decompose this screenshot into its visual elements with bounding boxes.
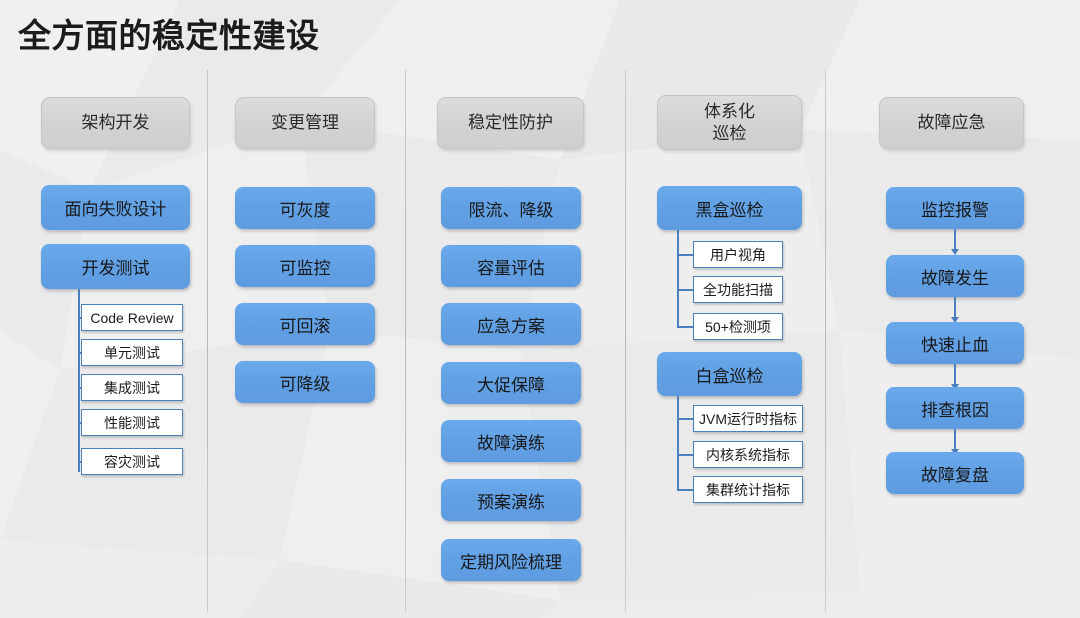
node-label: 黑盒巡检 bbox=[695, 200, 764, 220]
column-header-architecture[interactable]: 架构开发 bbox=[41, 97, 190, 149]
node-label: 大促保障 bbox=[477, 375, 545, 395]
column-divider-1 bbox=[207, 70, 208, 612]
leaf-cluster-stat-metrics[interactable]: 集群统计指标 bbox=[693, 476, 803, 503]
node-label: 开发测试 bbox=[81, 259, 150, 278]
column-header-label: 架构开发 bbox=[81, 113, 150, 133]
column-header-change-management[interactable]: 变更管理 bbox=[235, 97, 375, 149]
node-plan-drill[interactable]: 预案演练 bbox=[441, 479, 581, 521]
column-header-label-line1: 体系化 bbox=[704, 102, 755, 122]
node-monitorable[interactable]: 可监控 bbox=[235, 245, 375, 287]
node-fault-drill[interactable]: 故障演练 bbox=[441, 420, 581, 462]
flow-arrow-head bbox=[951, 249, 959, 255]
node-root-cause-analysis[interactable]: 排查根因 bbox=[886, 387, 1024, 429]
node-label: 定期风险梳理 bbox=[460, 552, 562, 572]
node-monitor-alert[interactable]: 监控报警 bbox=[886, 187, 1024, 229]
node-label: 可降级 bbox=[279, 374, 331, 394]
leaf-label: 性能测试 bbox=[104, 414, 160, 431]
node-label: 可灰度 bbox=[279, 200, 331, 220]
leaf-label: 全功能扫描 bbox=[703, 281, 773, 298]
node-whitebox-inspection[interactable]: 白盒巡检 bbox=[657, 352, 802, 396]
column-divider-3 bbox=[625, 70, 626, 612]
page-title: 全方面的稳定性建设 bbox=[18, 17, 320, 54]
flow-arrow-line bbox=[954, 297, 956, 317]
node-fast-mitigation[interactable]: 快速止血 bbox=[886, 322, 1024, 364]
column-header-label: 稳定性防护 bbox=[468, 113, 553, 133]
node-rollbackable[interactable]: 可回滚 bbox=[235, 303, 375, 345]
leaf-jvm-runtime-metrics[interactable]: JVM运行时指标 bbox=[693, 405, 803, 432]
node-label: 快速止血 bbox=[921, 335, 989, 355]
column-header-label: 故障应急 bbox=[917, 113, 986, 133]
node-label: 限流、降级 bbox=[468, 200, 554, 220]
node-label: 故障复盘 bbox=[921, 465, 989, 485]
leaf-label: Code Review bbox=[90, 309, 174, 326]
node-label: 监控报警 bbox=[921, 200, 989, 220]
leaf-kernel-system-metrics[interactable]: 内核系统指标 bbox=[693, 441, 803, 468]
flow-arrow-line bbox=[954, 364, 956, 384]
node-degradable[interactable]: 可降级 bbox=[235, 361, 375, 403]
leaf-label: 集群统计指标 bbox=[706, 481, 790, 498]
leaf-label: 集成测试 bbox=[104, 379, 160, 396]
node-label: 故障演练 bbox=[477, 433, 545, 453]
leaf-disaster-recovery-test[interactable]: 容灾测试 bbox=[81, 448, 183, 475]
tree-branch bbox=[677, 454, 698, 456]
tree-branch bbox=[677, 418, 698, 420]
node-label: 可监控 bbox=[279, 258, 331, 278]
node-label: 可回滚 bbox=[279, 316, 331, 336]
node-label: 排查根因 bbox=[921, 400, 989, 420]
tree-trunk-blackbox bbox=[677, 230, 679, 328]
node-periodic-risk-review[interactable]: 定期风险梳理 bbox=[441, 539, 581, 581]
leaf-label: 用户视角 bbox=[710, 246, 766, 263]
tree-branch bbox=[677, 489, 698, 491]
leaf-code-review[interactable]: Code Review bbox=[81, 304, 183, 331]
tree-trunk-dev-testing bbox=[78, 289, 80, 472]
leaf-label: 内核系统指标 bbox=[706, 446, 790, 463]
node-rate-limit-degrade[interactable]: 限流、降级 bbox=[441, 187, 581, 229]
column-divider-2 bbox=[405, 70, 406, 612]
node-label: 故障发生 bbox=[921, 268, 989, 288]
leaf-label: JVM运行时指标 bbox=[699, 410, 797, 427]
tree-branch bbox=[677, 326, 698, 328]
node-label: 预案演练 bbox=[477, 492, 545, 512]
node-grayscale[interactable]: 可灰度 bbox=[235, 187, 375, 229]
flow-arrow-line bbox=[954, 229, 956, 249]
leaf-label: 50+检测项 bbox=[705, 318, 771, 335]
node-label: 容量评估 bbox=[477, 258, 545, 278]
flow-arrow-head bbox=[951, 317, 959, 323]
leaf-label: 单元测试 bbox=[104, 344, 160, 361]
node-dev-testing[interactable]: 开发测试 bbox=[41, 244, 190, 289]
tree-branch bbox=[677, 254, 698, 256]
leaf-label: 容灾测试 bbox=[104, 453, 160, 470]
node-label: 应急方案 bbox=[477, 316, 545, 336]
node-failure-oriented-design[interactable]: 面向失败设计 bbox=[41, 185, 190, 230]
column-header-label-line2: 巡检 bbox=[712, 123, 747, 143]
node-label: 白盒巡检 bbox=[695, 366, 764, 386]
tree-branch bbox=[677, 289, 698, 291]
tree-trunk-whitebox bbox=[677, 396, 679, 491]
node-fault-occurs[interactable]: 故障发生 bbox=[886, 255, 1024, 297]
column-header-systematic-inspection[interactable]: 体系化 巡检 bbox=[657, 95, 802, 150]
leaf-performance-test[interactable]: 性能测试 bbox=[81, 409, 183, 436]
leaf-full-function-scan[interactable]: 全功能扫描 bbox=[693, 276, 783, 303]
leaf-integration-test[interactable]: 集成测试 bbox=[81, 374, 183, 401]
leaf-50-plus-checks[interactable]: 50+检测项 bbox=[693, 313, 783, 340]
node-postmortem[interactable]: 故障复盘 bbox=[886, 452, 1024, 494]
column-header-incident-response[interactable]: 故障应急 bbox=[879, 97, 1024, 149]
flow-arrow-line bbox=[954, 429, 956, 449]
column-header-stability-protection[interactable]: 稳定性防护 bbox=[437, 97, 584, 149]
column-divider-4 bbox=[825, 70, 826, 612]
node-blackbox-inspection[interactable]: 黑盒巡检 bbox=[657, 186, 802, 230]
node-label: 面向失败设计 bbox=[64, 200, 167, 219]
node-promotion-guarantee[interactable]: 大促保障 bbox=[441, 362, 581, 404]
column-header-label: 变更管理 bbox=[271, 113, 339, 133]
leaf-unit-test[interactable]: 单元测试 bbox=[81, 339, 183, 366]
node-emergency-plan[interactable]: 应急方案 bbox=[441, 303, 581, 345]
leaf-user-perspective[interactable]: 用户视角 bbox=[693, 241, 783, 268]
node-capacity-evaluation[interactable]: 容量评估 bbox=[441, 245, 581, 287]
